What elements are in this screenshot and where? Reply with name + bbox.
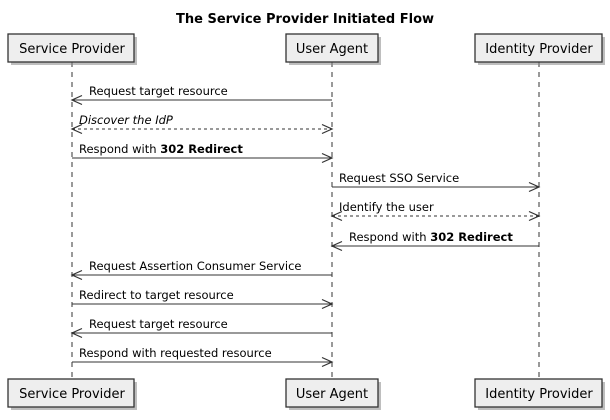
participant-sp-bottom: Service Provider <box>7 378 137 410</box>
arrow-head <box>70 327 83 339</box>
participant-idp-top: Identity Provider <box>474 33 605 65</box>
message-label-part: Respond with requested resource <box>79 346 272 360</box>
arrow-head <box>70 94 83 106</box>
message-label: Respond with 302 Redirect <box>349 230 513 244</box>
message-label-part: Request target resource <box>89 84 228 98</box>
message-1: Request target resource <box>70 84 332 106</box>
participant-label: User Agent <box>296 387 368 402</box>
participant-label: User Agent <box>296 42 368 57</box>
message-label: Redirect to target resource <box>79 288 234 302</box>
participant-box <box>7 33 135 63</box>
message-label-part: Request Assertion Consumer Service <box>89 259 302 273</box>
message-5: Identify the user <box>330 200 541 222</box>
message-label-part: Identify the user <box>339 200 434 214</box>
arrow-head <box>321 123 334 135</box>
participant-label: Service Provider <box>19 42 125 57</box>
participant-box <box>474 33 603 63</box>
message-8: Redirect to target resource <box>72 288 334 310</box>
arrow-head <box>321 356 334 368</box>
participant-label: Identity Provider <box>485 387 593 402</box>
message-label: Respond with 302 Redirect <box>79 142 243 156</box>
message-label-part: Respond with <box>349 230 430 244</box>
message-label-part: Redirect to target resource <box>79 288 234 302</box>
message-label: Request target resource <box>89 317 228 331</box>
arrow-head <box>321 152 334 164</box>
message-9: Request target resource <box>70 317 332 339</box>
message-3: Respond with 302 Redirect <box>72 142 334 164</box>
arrow-head <box>528 181 541 193</box>
message-6: Respond with 302 Redirect <box>330 230 539 252</box>
message-label: Discover the IdP <box>79 113 173 127</box>
participant-box <box>7 378 135 408</box>
message-label: Request SSO Service <box>339 171 459 185</box>
participant-label: Identity Provider <box>485 42 593 57</box>
message-label-part: Respond with <box>79 142 160 156</box>
participant-box <box>285 33 379 63</box>
message-label-part: 302 Redirect <box>430 230 513 244</box>
lifelines <box>71 62 540 379</box>
message-label-part: Discover the IdP <box>79 113 173 127</box>
message-2: Discover the IdP <box>70 113 334 135</box>
participant-ua-bottom: User Agent <box>285 378 381 410</box>
participant-box <box>285 378 379 408</box>
arrow-head <box>528 210 541 222</box>
participant-sp-top: Service Provider <box>7 33 137 65</box>
message-4: Request SSO Service <box>332 171 541 193</box>
message-label: Request target resource <box>89 84 228 98</box>
participant-ua-top: User Agent <box>285 33 381 65</box>
participant-label: Service Provider <box>19 387 125 402</box>
arrow-head <box>321 298 334 310</box>
message-label: Respond with requested resource <box>79 346 272 360</box>
message-label-part: 302 Redirect <box>160 142 243 156</box>
arrow-head <box>330 210 343 222</box>
message-label: Request Assertion Consumer Service <box>89 259 302 273</box>
message-label: Identify the user <box>339 200 434 214</box>
arrow-head <box>70 123 83 135</box>
participant-box <box>474 378 603 408</box>
diagram-title: The Service Provider Initiated Flow <box>176 12 434 27</box>
message-label-part: Request target resource <box>89 317 228 331</box>
message-label-part: Request SSO Service <box>339 171 459 185</box>
participant-idp-bottom: Identity Provider <box>474 378 605 410</box>
arrow-head <box>70 269 83 281</box>
arrow-head <box>330 240 343 252</box>
message-7: Request Assertion Consumer Service <box>70 259 332 281</box>
message-10: Respond with requested resource <box>72 346 334 368</box>
